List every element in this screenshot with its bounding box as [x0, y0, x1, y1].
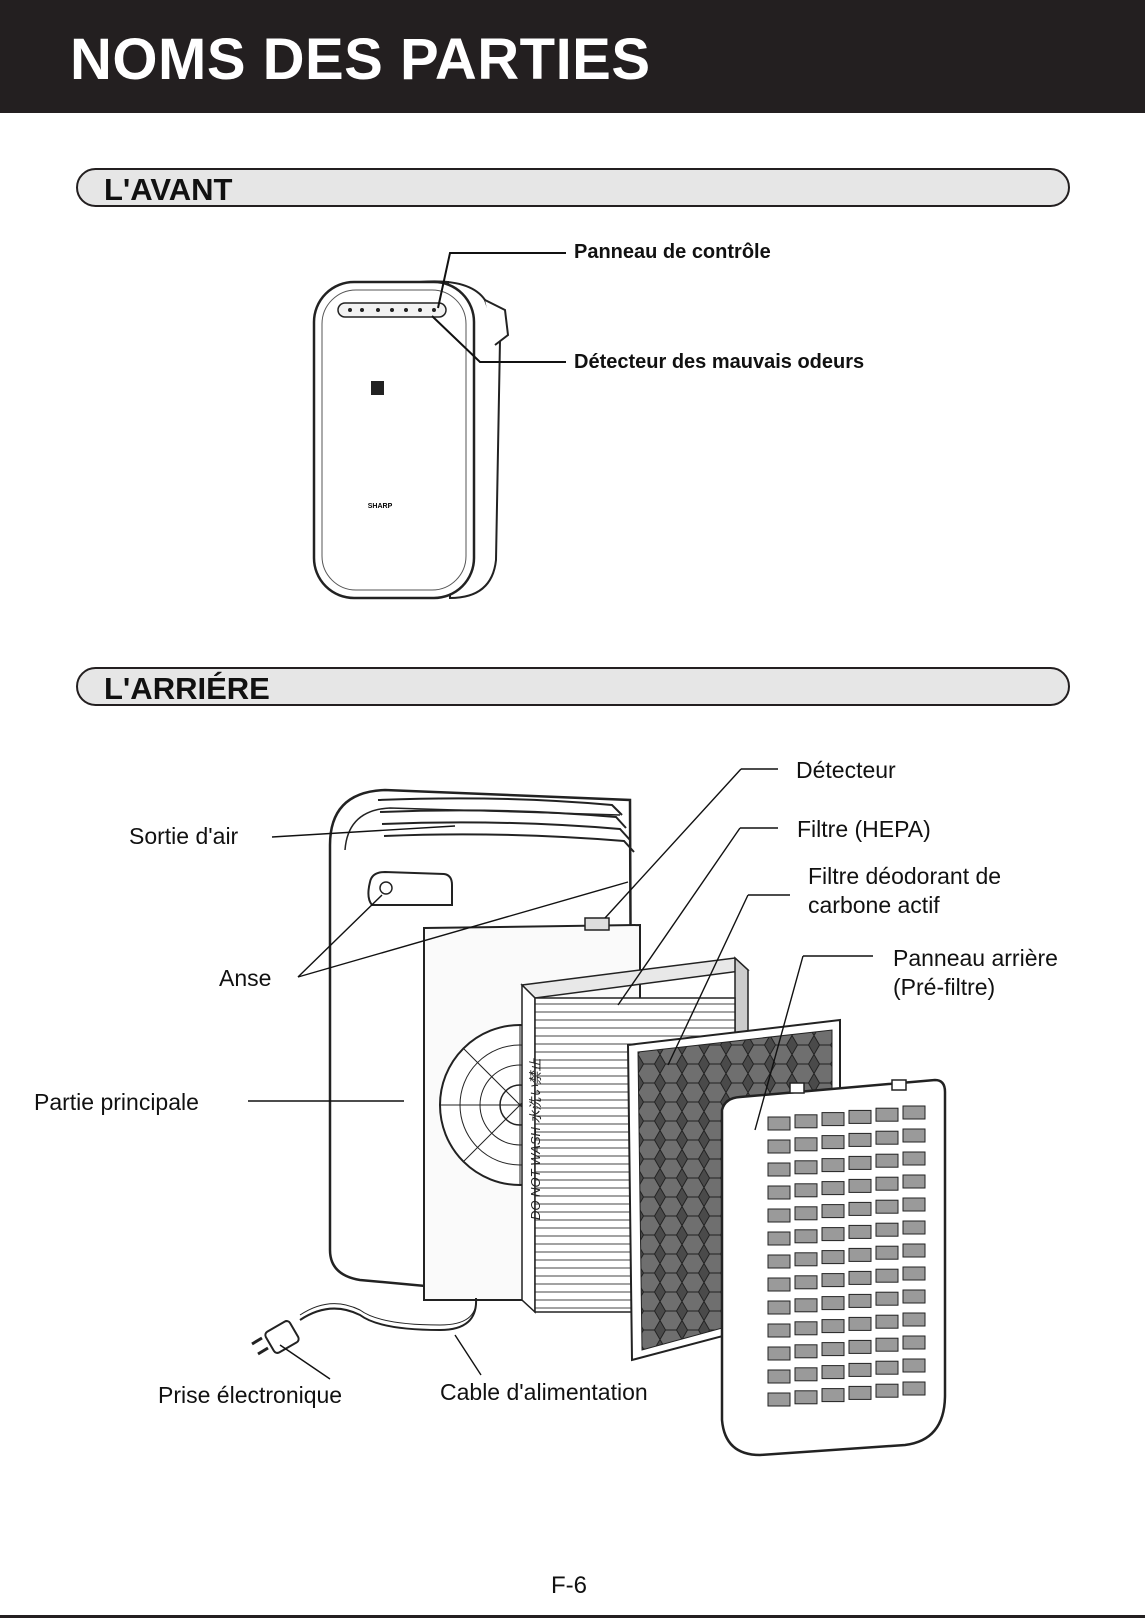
rear-panel-vent-slot — [795, 1138, 817, 1151]
label-handle: Anse — [219, 964, 271, 993]
rear-panel-vent-slot — [795, 1253, 817, 1266]
rear-panel-vent-slot — [849, 1133, 871, 1146]
rear-panel-vent-slot — [876, 1246, 898, 1259]
rear-panel-vent-slot — [903, 1198, 925, 1211]
rear-panel-vent-slot — [876, 1269, 898, 1282]
rear-panel-vent-slot — [822, 1274, 844, 1287]
rear-panel-vent-slot — [876, 1292, 898, 1305]
sensor-shape — [585, 918, 609, 930]
plug-shape — [252, 1320, 300, 1355]
rear-panel-vent-slot — [768, 1324, 790, 1337]
label-power-cord: Cable d'alimentation — [440, 1378, 648, 1407]
rear-panel-vent-slot — [903, 1244, 925, 1257]
rear-panel-vent-slot — [876, 1108, 898, 1121]
rear-panel-vent-slot — [822, 1205, 844, 1218]
rear-panel-vent-slot — [849, 1294, 871, 1307]
rear-panel-vent-slot — [903, 1290, 925, 1303]
rear-panel-vent-slot — [822, 1251, 844, 1264]
label-carbon-filter-line1: Filtre déodorant de — [808, 862, 1001, 891]
rear-panel-vent-slot — [822, 1343, 844, 1356]
rear-panel-vent-slot — [903, 1267, 925, 1280]
rear-panel-vent-slot — [822, 1389, 844, 1402]
rear-panel-vent-slot — [795, 1184, 817, 1197]
rear-panel-vent-slot — [876, 1315, 898, 1328]
rear-panel-vent-slot — [849, 1340, 871, 1353]
rear-panel-vent-slot — [795, 1368, 817, 1381]
rear-panel-vent-slot — [903, 1175, 925, 1188]
rear-panel-vent-slot — [903, 1221, 925, 1234]
rear-panel-vent-slot — [822, 1113, 844, 1126]
rear-panel-vent-slot — [822, 1297, 844, 1310]
label-hepa-filter: Filtre (HEPA) — [797, 815, 931, 844]
rear-panel-vent-slot — [795, 1322, 817, 1335]
rear-panel-vent-slot — [822, 1136, 844, 1149]
rear-panel-vent-slot — [849, 1271, 871, 1284]
rear-panel-vent-slot — [876, 1361, 898, 1374]
rear-panel-vent-slot — [768, 1255, 790, 1268]
rear-panel-vent-slot — [768, 1232, 790, 1245]
rear-panel-vent-slot — [849, 1179, 871, 1192]
rear-panel-vent-slot — [849, 1202, 871, 1215]
rear-panel-vent-slot — [822, 1320, 844, 1333]
label-carbon-filter-line2: carbone actif — [808, 891, 940, 920]
rear-panel-vent-slot — [849, 1386, 871, 1399]
rear-panel-vent-slot — [822, 1366, 844, 1379]
rear-panel-vent-slot — [876, 1223, 898, 1236]
rear-panel-vent-slot — [822, 1228, 844, 1241]
rear-panel-vent-slot — [903, 1106, 925, 1119]
rear-panel — [722, 1080, 945, 1455]
power-cord-shape — [300, 1298, 476, 1330]
rear-panel-vent-slot — [795, 1345, 817, 1358]
rear-panel-vent-slot — [768, 1163, 790, 1176]
rear-panel-vent-slot — [768, 1186, 790, 1199]
label-rear-panel-line1: Panneau arrière — [893, 944, 1058, 973]
rear-panel-vent-slot — [795, 1276, 817, 1289]
rear-panel-vent-slot — [849, 1363, 871, 1376]
rear-panel-vent-slot — [768, 1209, 790, 1222]
leader-plug — [280, 1345, 330, 1379]
rear-panel-vent-slot — [795, 1299, 817, 1312]
rear-panel-vent-slot — [849, 1110, 871, 1123]
rear-panel-vent-slot — [768, 1140, 790, 1153]
rear-panel-vent-slot — [876, 1177, 898, 1190]
rear-panel-vent-slot — [795, 1207, 817, 1220]
rear-panel-vent-slot — [795, 1391, 817, 1404]
leader-power-cord — [455, 1335, 481, 1375]
rear-panel-vent-slot — [849, 1248, 871, 1261]
rear-panel-vent-slot — [768, 1347, 790, 1360]
rear-panel-vent-slot — [768, 1301, 790, 1314]
rear-panel-vent-slot — [768, 1370, 790, 1383]
rear-panel-vent-slot — [903, 1313, 925, 1326]
rear-panel-vent-slot — [876, 1384, 898, 1397]
rear-panel-vent-slot — [849, 1317, 871, 1330]
rear-panel-vent-slot — [795, 1161, 817, 1174]
rear-panel-vent-slot — [876, 1200, 898, 1213]
rear-panel-vent-slot — [876, 1154, 898, 1167]
rear-panel-vent-slot — [903, 1336, 925, 1349]
rear-panel-vent-slot — [876, 1338, 898, 1351]
rear-panel-vent-slot — [795, 1230, 817, 1243]
rear-panel-vent-slot — [768, 1117, 790, 1130]
rear-panel-vent-slot — [768, 1278, 790, 1291]
rear-panel-vent-slot — [822, 1182, 844, 1195]
label-rear-panel-line2: (Pré-filtre) — [893, 973, 995, 1002]
rear-panel-vent-slot — [849, 1225, 871, 1238]
rear-panel-vent-slot — [768, 1393, 790, 1406]
page-number: F-6 — [551, 1572, 587, 1600]
filter-warning-text: DO NOT WASH 水洗い禁止 — [528, 1057, 543, 1220]
label-air-outlet: Sortie d'air — [129, 822, 238, 851]
rear-panel-vent-slot — [903, 1129, 925, 1142]
label-plug: Prise électronique — [158, 1381, 342, 1410]
rear-panel-vent-slot — [903, 1382, 925, 1395]
rear-panel-vent-slot — [849, 1156, 871, 1169]
rear-panel-vent-slot — [876, 1131, 898, 1144]
label-main-body: Partie principale — [34, 1088, 199, 1117]
rear-panel-vent-slot — [903, 1359, 925, 1372]
rear-panel-vent-slot — [822, 1159, 844, 1172]
rear-panel-vent-slot — [903, 1152, 925, 1165]
label-sensor: Détecteur — [796, 756, 896, 785]
rear-panel-vent-slot — [795, 1115, 817, 1128]
